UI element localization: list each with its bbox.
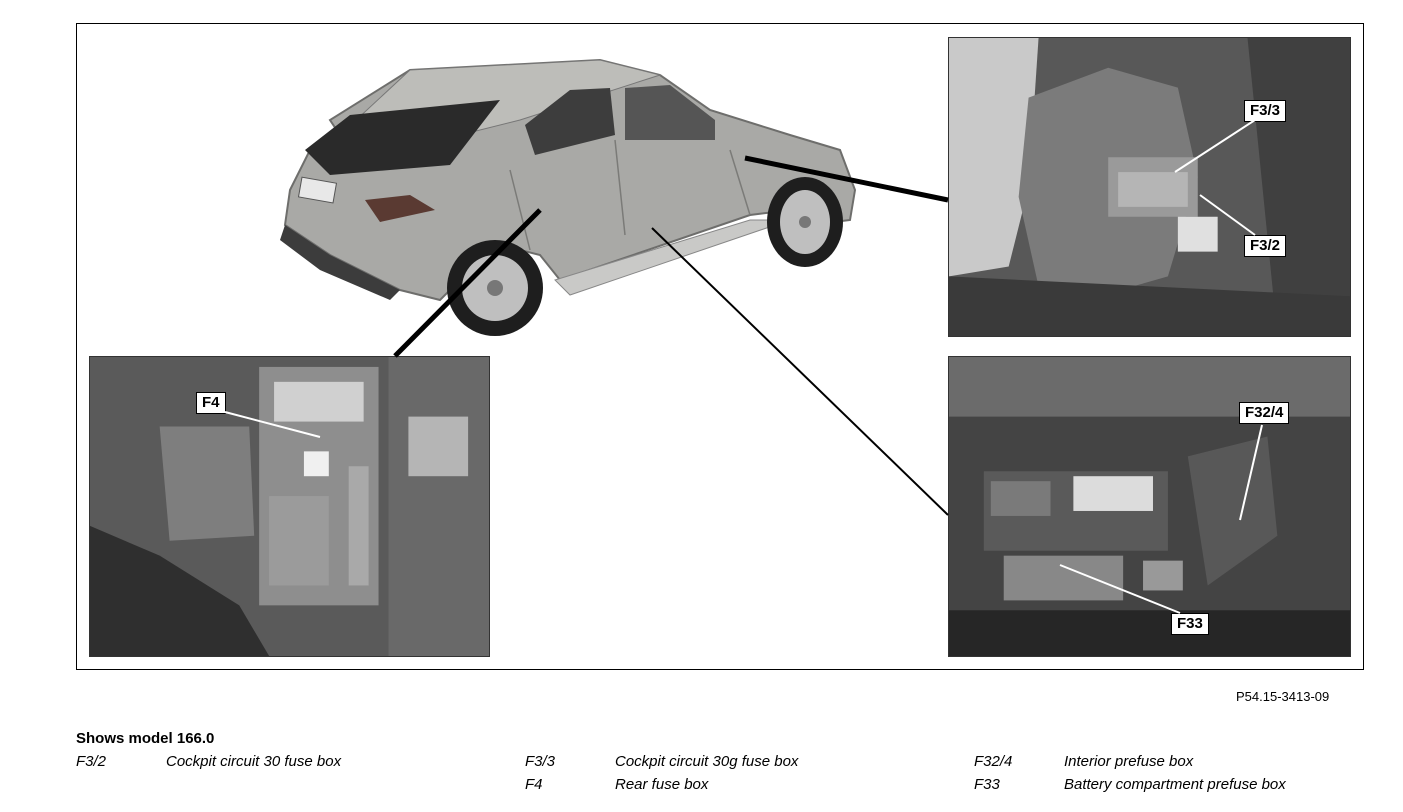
callout-f32-4: F32/4: [1239, 402, 1290, 424]
legend-desc: Cockpit circuit 30g fuse box: [615, 753, 799, 770]
callout-f4: F4: [196, 392, 226, 414]
callout-f3-3: F3/3: [1244, 100, 1287, 122]
figure-id: P54.15-3413-09: [1236, 689, 1330, 704]
legend-code: F3/3: [525, 753, 556, 770]
battery-compartment-photo: F32/4 F33: [948, 356, 1351, 657]
rear-fuse-box-image: [90, 357, 489, 656]
battery-compartment-image: [949, 357, 1350, 656]
legend-code: F3/2: [76, 753, 107, 770]
legend-code: F4: [525, 776, 543, 793]
callout-f33: F33: [1171, 613, 1209, 635]
cockpit-fuse-box-photo: F3/3 F3/2: [948, 37, 1351, 337]
legend-title: Shows model 166.0: [76, 730, 215, 747]
vehicle-illustration: [270, 40, 870, 340]
legend-desc: Battery compartment prefuse box: [1064, 776, 1286, 793]
callout-f3-2: F3/2: [1244, 235, 1287, 257]
rear-fuse-box-photo: F4: [89, 356, 490, 657]
legend-code: F33: [974, 776, 1000, 793]
legend-desc: Cockpit circuit 30 fuse box: [166, 753, 342, 770]
legend-desc: Interior prefuse box: [1064, 753, 1194, 770]
vehicle-image: [280, 58, 857, 336]
legend-desc: Rear fuse box: [615, 776, 709, 793]
legend-code: F32/4: [974, 753, 1013, 770]
cockpit-fuse-box-image: [949, 38, 1350, 336]
